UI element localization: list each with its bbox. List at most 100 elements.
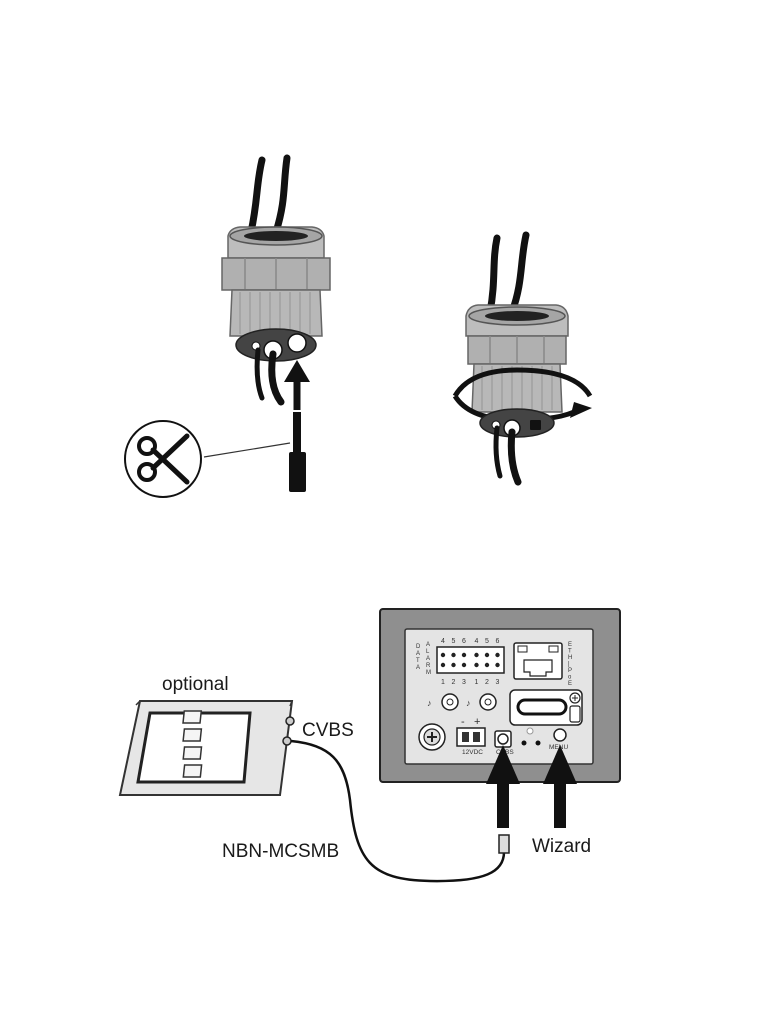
monitor-port-top [285, 716, 295, 726]
terminal-number-top: 4 [441, 638, 445, 645]
terminal-block [436, 646, 505, 674]
eth-poe-vertical-label: ETH|PoE [568, 642, 572, 687]
terminal-pin [495, 662, 500, 668]
alarm-letter: R [426, 663, 431, 669]
led-1 [521, 740, 527, 746]
tighten-cable-below-1 [493, 425, 503, 479]
gland-hole-target [287, 333, 307, 353]
gland-thread-lines [239, 292, 311, 334]
eth-letter: o [568, 675, 572, 681]
eth-letter: H [568, 655, 572, 661]
service-monitor [118, 700, 295, 796]
cable-gland-tighten-step [452, 231, 593, 486]
eth-letter: E [568, 681, 572, 687]
terminal-number-top: 6 [462, 638, 466, 645]
data-letter: T [416, 658, 420, 664]
terminal-pin [461, 652, 467, 658]
insert-arrow-head [284, 360, 310, 382]
terminal-number-bottom: 3 [462, 679, 466, 686]
power-label: 12VDC [462, 749, 483, 756]
monitor-button-3 [182, 746, 203, 760]
terminal-pin [451, 652, 456, 658]
tighten-wire-left [486, 234, 501, 316]
led-2 [535, 740, 541, 746]
ground-screw-cross-icon [427, 732, 437, 742]
data-letter: A [416, 665, 420, 671]
audio-in-icon: ♪ [427, 698, 432, 708]
ethernet-led-right [548, 645, 559, 653]
tighten-cable-below-2 [507, 428, 522, 486]
terminal-number-bottom: 2 [452, 679, 456, 686]
eth-letter: P [568, 668, 572, 674]
gland-cable-below-2 [268, 350, 285, 406]
alarm-letter: M [426, 670, 431, 676]
tighten-gland-opening [485, 311, 549, 321]
ethernet-socket [523, 659, 553, 677]
monitor-port-cvbs [282, 736, 292, 746]
terminal-pin [461, 662, 467, 668]
menu-label: MENU [549, 744, 568, 751]
terminal-pin [440, 652, 446, 658]
audio-out-icon: ♪ [466, 698, 471, 708]
power-plus-label: + [474, 716, 480, 728]
scissors-leader-line [203, 442, 291, 458]
tighten-hole-plug [530, 420, 541, 430]
terminal-number-top: 6 [496, 638, 500, 645]
terminal-pin [495, 652, 500, 658]
monitor-button-1 [182, 710, 203, 724]
power-pin-plus [473, 732, 480, 742]
terminal-pin [440, 662, 446, 668]
terminal-pin [451, 662, 456, 668]
cvbs-arrow [486, 745, 520, 828]
data-letter: D [416, 644, 421, 650]
alarm-letter: A [426, 656, 430, 662]
terminal-number-bottom: 1 [441, 679, 445, 686]
eth-letter: E [568, 642, 572, 648]
terminal-number-bottom: 3 [496, 679, 500, 686]
data-letter: A [416, 651, 420, 657]
cable-gland-insert-step [124, 154, 331, 498]
menu-button [553, 728, 567, 742]
menu-arrow [543, 745, 577, 828]
monitor-button-2 [182, 728, 203, 742]
eth-letter: T [568, 649, 572, 655]
gland-body [229, 289, 323, 337]
cable-connector [289, 452, 306, 492]
gland-cap-opening [244, 231, 308, 241]
panel-cvbs-socket [497, 733, 509, 745]
gland-wire-left [247, 156, 266, 236]
terminal-number-bottom: 2 [485, 679, 489, 686]
cable-label: NBN-MCSMB [222, 841, 339, 862]
terminal-number-top: 4 [475, 638, 479, 645]
gland-cable-below-1 [254, 347, 265, 401]
video-cable-plug [498, 834, 510, 854]
tighten-wire-right [508, 231, 530, 316]
alarm-letter: L [426, 649, 430, 655]
terminal-pin [474, 662, 479, 668]
terminal-pin [484, 662, 490, 668]
terminal-pin [474, 652, 479, 658]
monitor-top-edge [135, 700, 294, 707]
gland-wire-right [272, 154, 291, 236]
terminal-number-top: 5 [452, 638, 456, 645]
sd-card-opening [516, 698, 568, 716]
rotation-arrow-back [452, 367, 593, 398]
terminal-number-top: 5 [485, 638, 489, 645]
scissors-icon [137, 433, 190, 485]
ethernet-led-left [517, 645, 528, 653]
power-minus-label: - [461, 716, 465, 728]
sd-cover-latch [569, 705, 581, 723]
video-cable [290, 739, 506, 883]
wizard-label: Wizard [532, 836, 591, 857]
terminal-pin [484, 652, 490, 658]
terminal-pins [440, 652, 500, 668]
monitor-button-4 [182, 764, 203, 778]
tighten-gland-body [471, 363, 563, 413]
rotation-arrow-head [570, 402, 592, 418]
